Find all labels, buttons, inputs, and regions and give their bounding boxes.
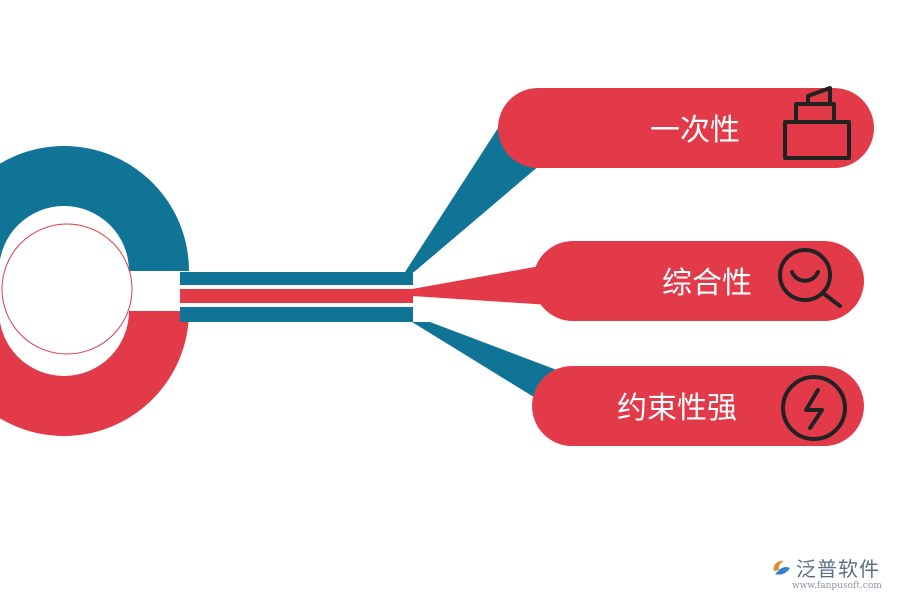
bar-white-gap-1 xyxy=(180,285,413,289)
lightning-icon xyxy=(781,375,847,441)
logo-icon xyxy=(773,560,790,575)
item-label: 综合性 xyxy=(662,266,752,301)
logo-url: www.fanpusoft.com xyxy=(792,581,882,591)
item-label: 约束性强 xyxy=(617,391,737,426)
cake-icon xyxy=(783,86,851,160)
center-ring xyxy=(0,146,189,436)
item-comprehensive: 综合性 xyxy=(533,241,864,321)
item-label: 一次性 xyxy=(650,113,740,148)
brand-logo: 泛普软件 www.fanpusoft.com xyxy=(770,553,882,591)
logo-name: 泛普软件 xyxy=(796,557,880,581)
item-pill xyxy=(498,88,874,168)
branch-middle xyxy=(412,266,550,305)
ring-bottom-arc xyxy=(0,311,189,436)
bar-red-middle xyxy=(180,289,413,303)
item-strong-constraint: 约束性强 xyxy=(532,366,864,446)
item-pill xyxy=(532,366,864,446)
bar-blue-top xyxy=(180,272,413,285)
ring-top-arc xyxy=(0,146,189,271)
bar-blue-bottom xyxy=(180,307,413,322)
search-icon xyxy=(778,248,842,308)
branch-bottom xyxy=(412,322,570,410)
connector-bar xyxy=(180,272,413,322)
item-pill xyxy=(533,241,864,321)
branch-top xyxy=(405,125,540,272)
ring-inner-circle xyxy=(1,223,133,355)
bar-white-gap-2 xyxy=(180,303,413,307)
item-one-time: 一次性 xyxy=(498,86,874,168)
